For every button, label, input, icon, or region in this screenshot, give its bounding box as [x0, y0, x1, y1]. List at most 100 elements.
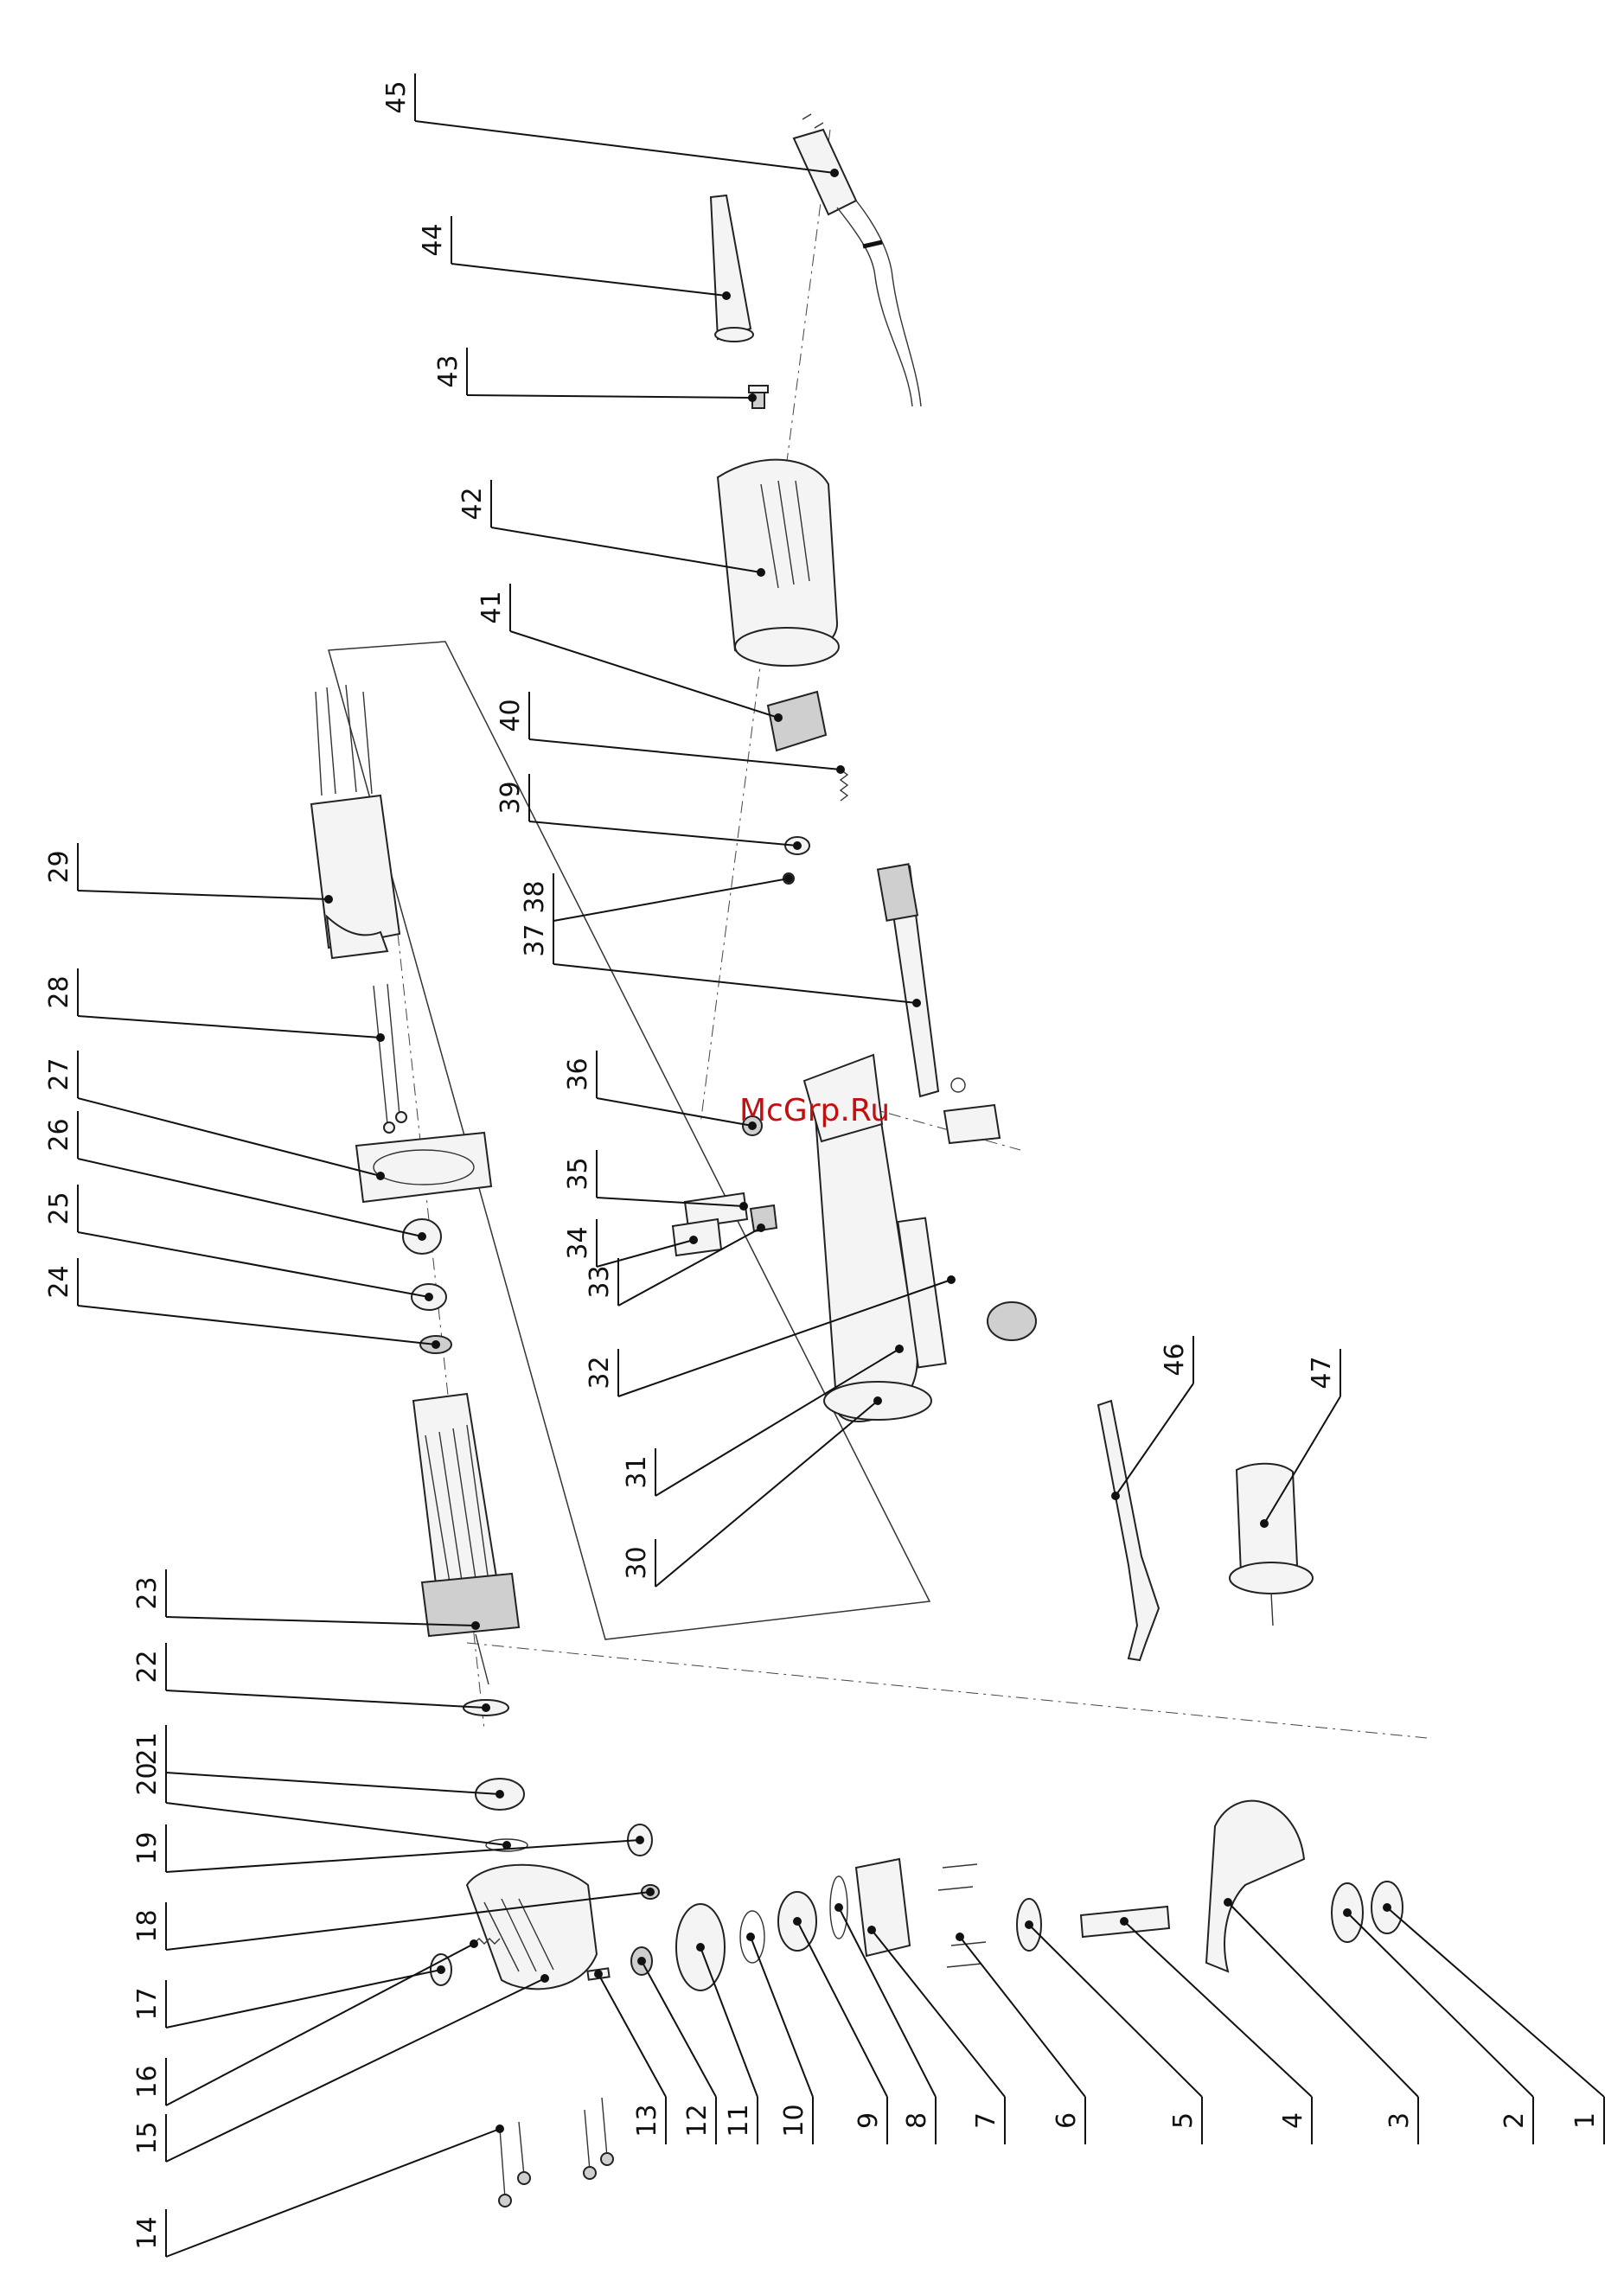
callout-dot — [956, 1933, 964, 1941]
callout-leader — [415, 121, 834, 173]
callout-number: 14 — [132, 2216, 163, 2249]
callout-dot — [1260, 1519, 1269, 1528]
callout-leader — [78, 891, 329, 899]
callout-leader — [597, 1098, 752, 1126]
callout-dot — [774, 713, 783, 722]
callout-number: 43 — [433, 355, 464, 387]
callout-dot — [482, 1703, 490, 1712]
callout-dot — [912, 999, 921, 1007]
callout-38: 38 — [520, 873, 793, 921]
callout-dot — [834, 1903, 843, 1912]
callout-dot — [793, 841, 802, 850]
callout-number: 39 — [496, 781, 526, 814]
gear-housing — [467, 1865, 597, 1990]
callout-dot — [895, 1345, 904, 1353]
callout-number: 2 — [1499, 2112, 1530, 2129]
callout-dot — [757, 1224, 765, 1232]
callout-dot — [470, 1939, 478, 1948]
callout-19: 19 — [132, 1824, 644, 1872]
callout-number: 24 — [44, 1265, 74, 1298]
side-handle-stud — [1271, 1593, 1273, 1626]
callout-number: 18 — [132, 1909, 163, 1942]
switch-rod-head — [878, 864, 917, 920]
callout-leader — [529, 821, 797, 846]
callout-17: 17 — [132, 1965, 445, 2028]
callout-number: 3 — [1384, 2112, 1415, 2129]
callout-number: 20 — [132, 1762, 163, 1795]
callout-dot — [324, 895, 333, 904]
rotor-fan — [422, 1574, 519, 1636]
callout-leader — [553, 879, 789, 921]
callout-number: 25 — [44, 1192, 74, 1224]
callout-number: 10 — [779, 2104, 809, 2137]
callout-number: 1 — [1570, 2112, 1601, 2129]
callout-dot — [748, 1121, 757, 1130]
callout-5: 5 — [1025, 1920, 1202, 2144]
callout-27: 27 — [44, 1051, 385, 1180]
rotor-shaft — [476, 1634, 489, 1684]
stator-wires — [316, 685, 372, 795]
callout-leader — [166, 1840, 640, 1872]
callout-21: 21 — [132, 1725, 504, 1799]
cord-guard-flange — [715, 328, 753, 342]
callout-number: 16 — [132, 2065, 163, 2098]
callout-number: 41 — [476, 591, 507, 623]
callout-dot — [471, 1621, 480, 1630]
callout-leader — [1264, 1396, 1340, 1524]
callout-37: 37 — [520, 917, 921, 1007]
callout-29: 29 — [44, 843, 333, 904]
cord-guard — [711, 195, 751, 339]
side-handle-flange — [1230, 1562, 1313, 1594]
callout-20: 20 — [132, 1755, 511, 1850]
callout-number: 19 — [132, 1831, 163, 1864]
callout-leader — [598, 1974, 666, 2097]
callout-leader — [1029, 1925, 1202, 2097]
callout-dot — [722, 291, 731, 300]
callout-number: 7 — [971, 2112, 1001, 2129]
callout-number: 45 — [381, 80, 412, 113]
callout-45: 45 — [381, 73, 839, 177]
callout-number: 32 — [585, 1356, 615, 1389]
callout-leader — [78, 1232, 429, 1297]
callout-dot — [830, 169, 839, 177]
callout-22: 22 — [132, 1643, 490, 1712]
callout-44: 44 — [418, 216, 731, 300]
callout-dot — [432, 1340, 440, 1349]
callout-number: 22 — [132, 1650, 163, 1683]
callout-2: 2 — [1343, 1908, 1533, 2144]
callout-25: 25 — [44, 1185, 433, 1301]
callout-dot — [502, 1841, 511, 1850]
callout-dot — [496, 1790, 504, 1799]
stator-screws — [374, 984, 400, 1124]
callout-3: 3 — [1224, 1898, 1418, 2144]
callout-30: 30 — [622, 1396, 882, 1587]
callout-dot — [1025, 1920, 1033, 1929]
callout-number: 13 — [632, 2104, 662, 2137]
stator — [311, 795, 400, 948]
callout-14: 14 — [132, 2124, 504, 2257]
callout-number: 36 — [563, 1057, 593, 1090]
callout-10: 10 — [746, 1933, 813, 2144]
switch-spring — [841, 770, 847, 801]
callout-dot — [836, 765, 845, 774]
callout-leader — [553, 964, 917, 1003]
callout-dot — [425, 1293, 433, 1301]
bearing-cover — [856, 1859, 910, 1956]
callout-dot — [739, 1202, 748, 1211]
callout-number: 21 — [132, 1732, 163, 1765]
callout-dot — [594, 1970, 603, 1978]
callout-leader — [78, 1098, 380, 1176]
callout-dot — [637, 1957, 646, 1965]
callout-number: 40 — [496, 699, 526, 732]
callout-43: 43 — [433, 348, 757, 402]
callout-dot — [784, 874, 793, 883]
fan-baffle — [356, 1133, 491, 1202]
callout-leader — [166, 1970, 441, 2028]
callout-dot — [748, 393, 757, 402]
cover-screws — [938, 1864, 986, 1967]
callout-dot — [689, 1236, 698, 1244]
callout-leader — [467, 395, 752, 398]
callout-dot — [746, 1933, 755, 1941]
callout-number: 26 — [44, 1118, 74, 1151]
callout-1: 1 — [1383, 1903, 1604, 2144]
